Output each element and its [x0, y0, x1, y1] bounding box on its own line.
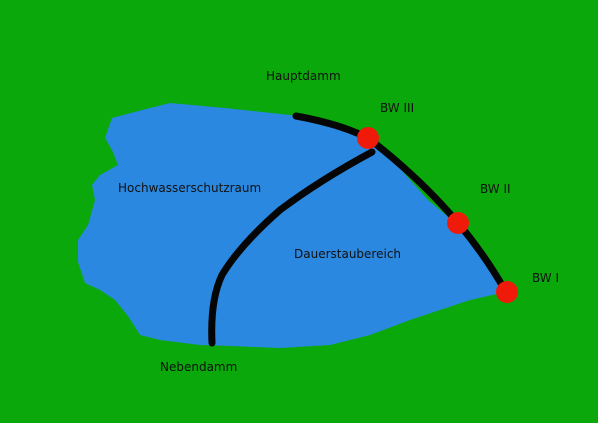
main-dam-line — [292, 112, 510, 296]
label-flood-zone: Hochwasserschutzraum — [118, 181, 261, 195]
structure-bw3-marker — [357, 127, 379, 149]
label-side-dam: Nebendamm — [160, 360, 237, 374]
structure-bw1-marker — [496, 281, 518, 303]
reservoir-water — [78, 103, 506, 348]
label-main-dam: Hauptdamm — [266, 69, 341, 83]
label-structure-1: BW I — [532, 271, 559, 285]
structure-bw2-marker — [447, 212, 469, 234]
label-permanent-zone: Dauerstaubereich — [294, 247, 401, 261]
label-structure-3: BW III — [380, 101, 414, 115]
side-dam-line — [208, 148, 376, 347]
label-structure-2: BW II — [480, 182, 511, 196]
